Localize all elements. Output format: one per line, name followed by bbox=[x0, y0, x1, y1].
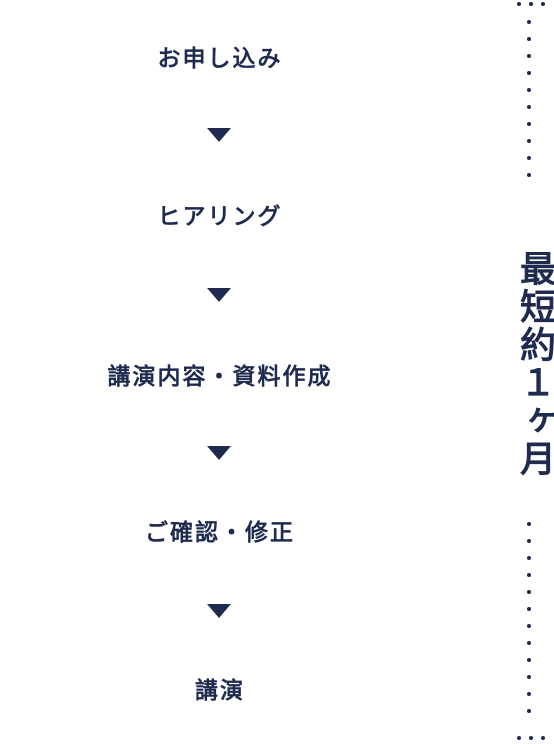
step-content-preparation: 講演内容・資料作成 bbox=[107, 364, 333, 390]
step-lecture: 講演 bbox=[195, 678, 245, 704]
dot bbox=[541, 2, 545, 6]
dot bbox=[541, 736, 545, 740]
duration-label: 最短約１ヶ月 bbox=[514, 250, 554, 478]
dotted-line-bottom-corner bbox=[517, 736, 545, 740]
dot bbox=[517, 736, 521, 740]
dotted-line-bottom bbox=[527, 522, 533, 726]
dot bbox=[529, 2, 533, 6]
dotted-line-top-corner bbox=[517, 2, 545, 6]
arrow-down-icon bbox=[207, 128, 231, 142]
arrow-down-icon bbox=[207, 288, 231, 302]
step-application: お申し込み bbox=[157, 46, 283, 72]
dot bbox=[517, 2, 521, 6]
step-confirmation: ご確認・修正 bbox=[145, 520, 295, 546]
process-flow: お申し込み ヒアリング 講演内容・資料作成 ご確認・修正 講演 bbox=[107, 46, 333, 704]
step-hearing: ヒアリング bbox=[157, 204, 283, 230]
dotted-line-top bbox=[527, 20, 533, 190]
arrow-down-icon bbox=[207, 604, 231, 618]
dot bbox=[529, 736, 533, 740]
arrow-down-icon bbox=[207, 446, 231, 460]
